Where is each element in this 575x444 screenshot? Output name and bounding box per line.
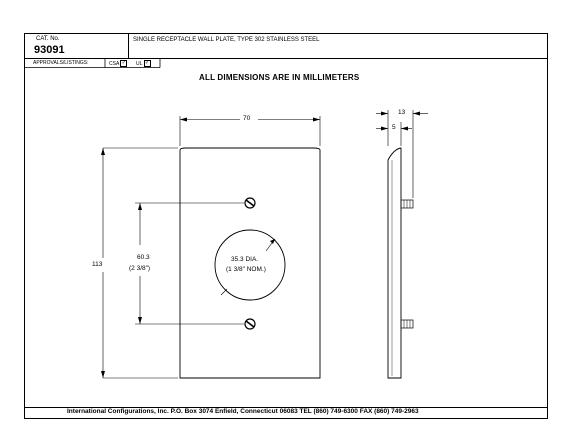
side-view-plate xyxy=(387,147,402,379)
units-note: ALL DIMENSIONS ARE IN MILLIMETERS xyxy=(199,73,360,82)
side-top-screw xyxy=(400,199,414,209)
cat-number-label: CAT. No. xyxy=(36,36,60,42)
height-dimension: 113 xyxy=(92,261,103,268)
hole-nominal: (1 3/8" NOM.) xyxy=(226,266,266,273)
side-depth-dimension: 13 xyxy=(398,109,406,116)
cat-number: 93091 xyxy=(34,44,65,56)
hole-diameter: 35.3 DIA. xyxy=(231,256,259,263)
dia-leader-lower xyxy=(220,288,228,296)
plate-outline xyxy=(179,147,321,379)
width-dimension: 70 xyxy=(243,115,251,122)
product-description: SINGLE RECEPTACLE WALL PLATE, TYPE 302 S… xyxy=(133,37,320,43)
approval-ul-label: UL xyxy=(136,60,143,67)
bottom-screw xyxy=(244,318,256,330)
approval-ul-checkbox: ✓ xyxy=(143,60,151,67)
side-bottom-screw xyxy=(400,319,414,329)
approval-ul: UL ✓ xyxy=(136,60,151,67)
spacing-dimension-inch: (2 3/8") xyxy=(129,265,151,272)
approvals-label: APPROVALS/LISTINGS: xyxy=(33,59,89,66)
approval-csa: CSA ✓ xyxy=(109,60,128,67)
top-screw xyxy=(244,197,256,209)
company-footer: International Configurations, Inc. P.O. … xyxy=(67,408,419,415)
receptacle-hole xyxy=(214,229,286,301)
approval-csa-checkbox: ✓ xyxy=(120,60,128,67)
side-thickness-dimension: 5 xyxy=(392,124,396,131)
spacing-dimension: 60.3 xyxy=(137,254,150,261)
approval-csa-label: CSA xyxy=(109,60,120,67)
sheet-border xyxy=(24,33,548,419)
